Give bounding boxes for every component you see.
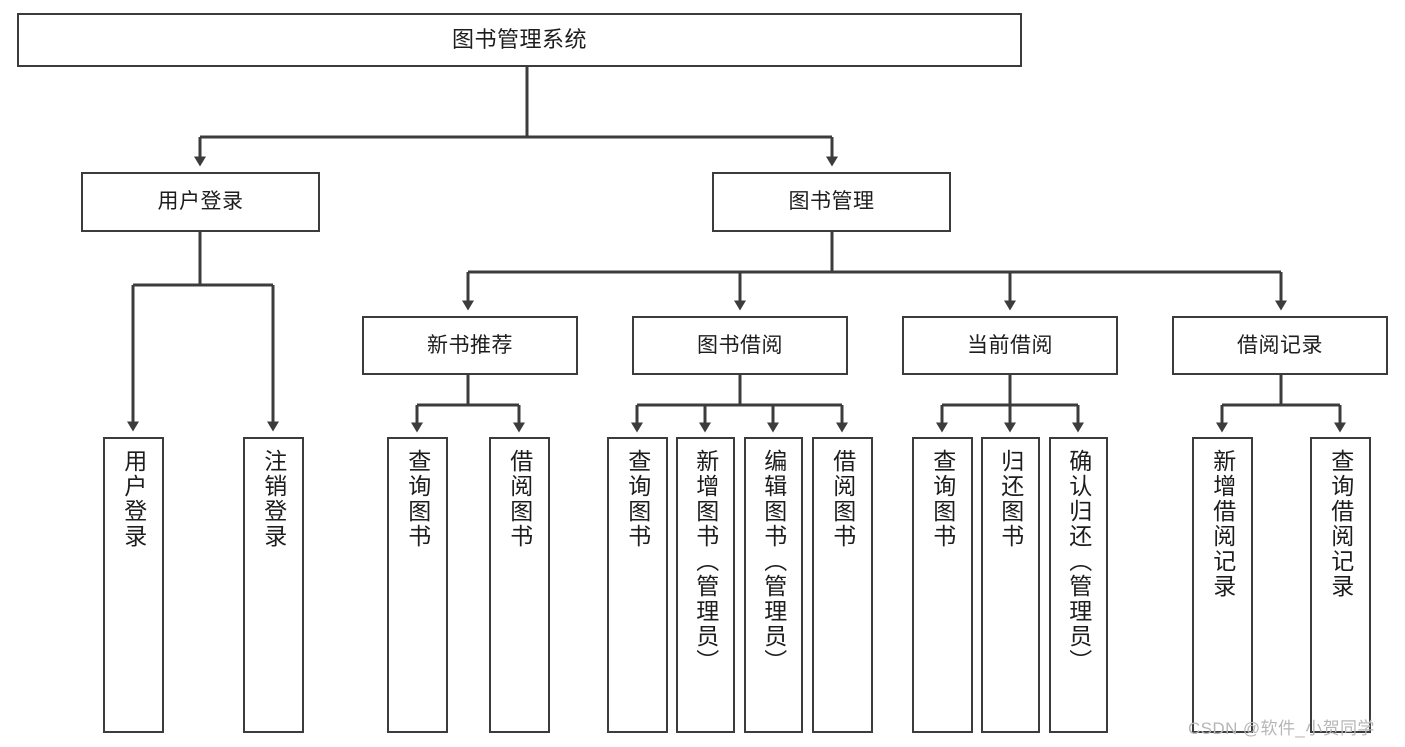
node-borrow-record[interactable]: 借阅记录 — [1172, 316, 1388, 375]
node-leaf-user-login[interactable]: 用户登录 — [103, 437, 164, 733]
node-leaf-query-record[interactable]: 查询借阅记录 — [1310, 437, 1371, 733]
node-leaf-confirm-return-label: 确认归还（管理员） — [1065, 449, 1092, 674]
node-leaf-borrow-book-1-label: 借阅图书 — [506, 449, 533, 549]
node-current-borrow-label: 当前借阅 — [967, 333, 1053, 357]
node-leaf-borrow-book-2[interactable]: 借阅图书 — [812, 437, 873, 733]
node-current-borrow[interactable]: 当前借阅 — [902, 316, 1118, 375]
node-leaf-query-book-1-label: 查询图书 — [404, 449, 431, 549]
node-leaf-add-book[interactable]: 新增图书（管理员） — [676, 437, 735, 733]
node-user-login[interactable]: 用户登录 — [81, 172, 320, 232]
node-leaf-query-book-3[interactable]: 查询图书 — [912, 437, 973, 733]
node-leaf-borrow-book-1[interactable]: 借阅图书 — [489, 437, 550, 733]
node-leaf-query-record-label: 查询借阅记录 — [1327, 449, 1354, 599]
node-leaf-add-record[interactable]: 新增借阅记录 — [1192, 437, 1253, 733]
node-borrow-record-label: 借阅记录 — [1237, 333, 1323, 357]
node-user-login-label: 用户登录 — [157, 190, 244, 214]
node-book-borrow-label: 图书借阅 — [697, 333, 783, 357]
node-leaf-borrow-book-2-label: 借阅图书 — [829, 449, 856, 549]
node-leaf-query-book-1[interactable]: 查询图书 — [387, 437, 448, 733]
node-leaf-add-book-label: 新增图书（管理员） — [692, 449, 719, 674]
node-leaf-edit-book[interactable]: 编辑图书（管理员） — [744, 437, 803, 733]
node-root[interactable]: 图书管理系统 — [17, 13, 1022, 67]
node-book-manage-label: 图书管理 — [788, 190, 875, 214]
node-leaf-query-book-3-label: 查询图书 — [929, 449, 956, 549]
node-leaf-return-book-label: 归还图书 — [997, 449, 1024, 549]
node-leaf-add-record-label: 新增借阅记录 — [1209, 449, 1236, 599]
node-book-manage[interactable]: 图书管理 — [712, 172, 951, 232]
node-leaf-logout-login-label: 注销登录 — [260, 449, 287, 549]
node-leaf-user-login-label: 用户登录 — [120, 449, 147, 549]
node-leaf-confirm-return[interactable]: 确认归还（管理员） — [1049, 437, 1108, 733]
node-leaf-return-book[interactable]: 归还图书 — [981, 437, 1040, 733]
node-leaf-query-book-2-label: 查询图书 — [624, 449, 651, 549]
node-book-borrow[interactable]: 图书借阅 — [632, 316, 848, 375]
watermark: CSDN @软件_小贺同学 — [1188, 719, 1375, 738]
node-root-label: 图书管理系统 — [451, 26, 587, 52]
node-leaf-edit-book-label: 编辑图书（管理员） — [760, 449, 787, 674]
node-leaf-logout-login[interactable]: 注销登录 — [243, 437, 304, 733]
node-new-book-recommend-label: 新书推荐 — [427, 333, 513, 357]
node-leaf-query-book-2[interactable]: 查询图书 — [607, 437, 668, 733]
node-new-book-recommend[interactable]: 新书推荐 — [362, 316, 578, 375]
